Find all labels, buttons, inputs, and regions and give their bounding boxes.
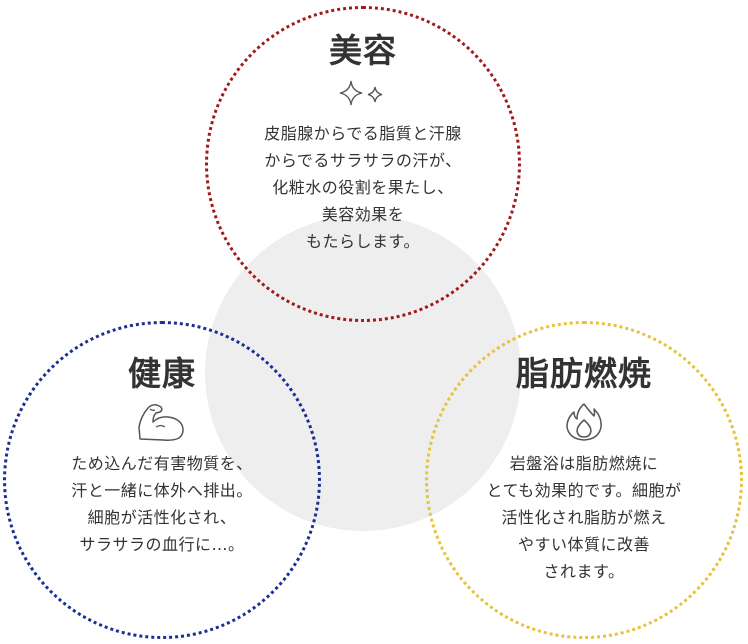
health-description: ため込んだ有害物質を、 汗と一緒に体外へ排出。 細胞が活性化され、 サラサラの血… — [71, 454, 253, 554]
health-section: 健康 ため込んだ有害物質を、 汗と一緒に体外へ排出。 細胞が活性化され、 サラサ… — [3, 357, 321, 558]
health-title: 健康 — [128, 354, 196, 393]
fat-burning-circle — [425, 321, 743, 639]
fat-burning-title: 脂肪燃焼 — [516, 354, 652, 393]
beauty-description: 皮脂腺からでる脂質と汗腺 からでるサラサラの汗が、 化粧水の役割を果たし、 美容… — [264, 124, 462, 251]
beauty-title: 美容 — [329, 31, 397, 70]
beauty-circle — [205, 6, 521, 322]
sparkle-icon — [339, 80, 383, 106]
flame-icon — [566, 403, 602, 441]
beauty-section: 美容 皮脂腺からでる脂質と汗腺 からでるサラサラの汗が、 化粧水の役割を果たし、… — [205, 34, 521, 255]
health-circle — [3, 321, 321, 639]
flexed-arm-icon — [138, 404, 184, 441]
fat-burning-description: 岩盤浴は脂肪燃焼に とても効果的です。細胞が 活性化され脂肪が燃え やすい体質に… — [486, 454, 682, 581]
fat-burning-section: 脂肪燃焼 岩盤浴は脂肪燃焼に とても効果的です。細胞が 活性化され脂肪が燃え や… — [425, 357, 743, 585]
